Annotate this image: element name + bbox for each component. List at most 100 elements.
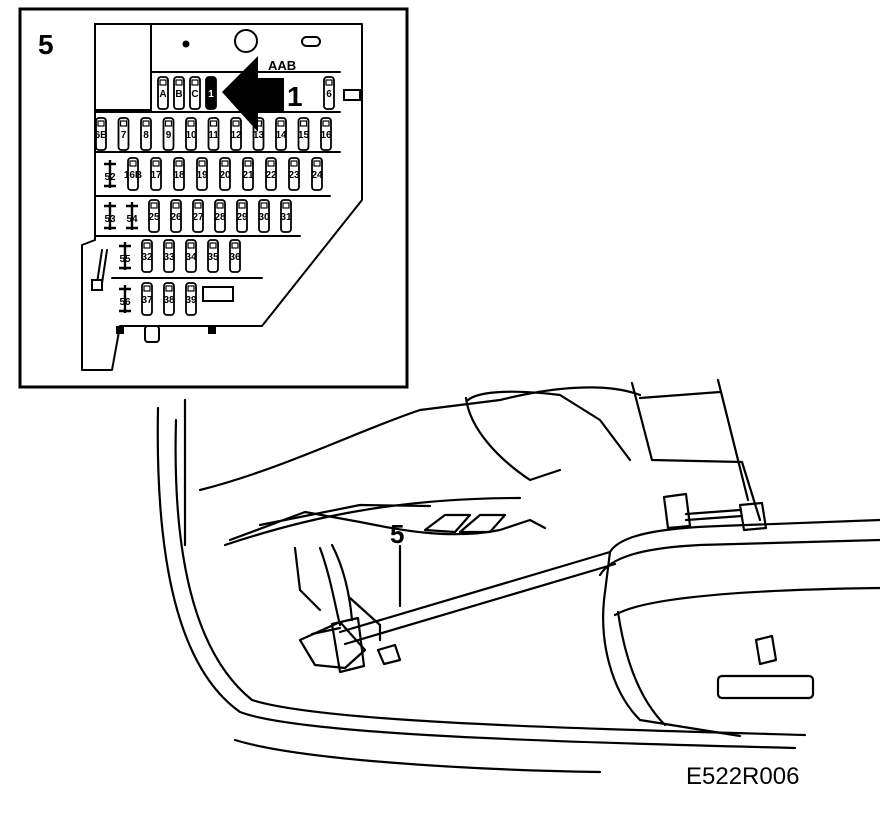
fuse-25 (148, 199, 160, 233)
fuse-label-27: 27 (192, 212, 204, 223)
fuse-label-34: 34 (185, 252, 197, 263)
door-sill (156, 406, 797, 750)
fuse-22 (265, 157, 277, 191)
fuse-23 (288, 157, 300, 191)
fuse-label-7: 7 (121, 130, 127, 141)
fuse-label-17: 17 (150, 170, 162, 181)
fuse-label-16: 16 (320, 130, 332, 141)
fuse-55 (119, 242, 131, 270)
fuse-label-25: 25 (148, 212, 160, 223)
arrow-label: 1 (287, 81, 303, 112)
fuse-label-28: 28 (214, 212, 226, 223)
fuse-label-36: 36 (229, 252, 241, 263)
fuse-21 (242, 157, 254, 191)
fuse-36 (229, 239, 241, 273)
fuse-label-23: 23 (288, 170, 300, 181)
fuse-label-33: 33 (163, 252, 175, 263)
fuse-39 (185, 282, 197, 316)
fuse-56 (119, 285, 131, 313)
fuse-37 (141, 282, 153, 316)
fuse-54 (126, 202, 138, 230)
figure-code: E522R006 (686, 763, 799, 790)
fuse-label-1: 1 (208, 89, 214, 100)
scene-callout-number: 5 (390, 519, 404, 549)
oval-slot (301, 36, 321, 47)
fuse-puller-slot (202, 286, 234, 302)
fuse-18 (173, 157, 185, 191)
fuse-label-A: A (159, 89, 166, 100)
fuse-15 (297, 117, 310, 151)
fuse-28 (214, 199, 226, 233)
bottom-tab (144, 325, 160, 343)
fuse-label-38: 38 (163, 295, 175, 306)
fuse-B (173, 76, 185, 110)
fuse-label-14: 14 (275, 130, 287, 141)
fuse-label-19: 19 (196, 170, 208, 181)
fuse-17 (150, 157, 162, 191)
relay-block (94, 23, 152, 111)
fuse-label-21: 21 (242, 170, 254, 181)
screw-hole (182, 40, 190, 48)
car-seat (608, 518, 880, 554)
fuse-label-55: 55 (119, 254, 131, 265)
fuse-label-20: 20 (219, 170, 231, 181)
fuse-label-37: 37 (141, 295, 153, 306)
fuse-label-52: 52 (104, 172, 116, 183)
fuse-arrow (222, 56, 284, 132)
fuse-1 (205, 76, 217, 110)
fuse-label-35: 35 (207, 252, 219, 263)
fuse-9 (162, 117, 175, 151)
fuse-32 (141, 239, 153, 273)
fuse-label-54: 54 (126, 214, 138, 225)
centre-console (630, 381, 762, 522)
fuse-19 (196, 157, 208, 191)
fuse-label-C: C (191, 89, 198, 100)
fuse-6B (95, 117, 107, 151)
fuse-29 (236, 199, 248, 233)
fuse-label-9: 9 (166, 130, 172, 141)
fuse-16 (320, 117, 332, 151)
fuse-label-53: 53 (104, 214, 116, 225)
mounting-hole (234, 29, 258, 53)
fuse-label-16B: 16B (124, 170, 142, 181)
fuse-16B (127, 157, 139, 191)
fuse-14 (275, 117, 287, 151)
fuse-label-18: 18 (173, 170, 185, 181)
brand-mark: AAB (268, 58, 296, 73)
fuse-31 (280, 199, 292, 233)
fuse-label-29: 29 (236, 212, 248, 223)
fuse-35 (207, 239, 219, 273)
fuse-38 (163, 282, 175, 316)
fuse-A (157, 76, 169, 110)
fuse-30 (258, 199, 270, 233)
car-interior-scene (156, 378, 880, 774)
dashboard-lower (198, 386, 642, 492)
fuse-8 (140, 117, 152, 151)
fuse-label-15: 15 (298, 130, 310, 141)
fuse-7 (117, 117, 130, 151)
fuse-20 (219, 157, 231, 191)
fuse-label-12: 12 (230, 130, 242, 141)
fuse-34 (185, 239, 197, 273)
fuse-label-6: 6 (326, 89, 332, 100)
fuse-label-6B: 6B (95, 130, 108, 141)
fuse-label-32: 32 (141, 252, 153, 263)
fuse-label-22: 22 (265, 170, 277, 181)
fuse-puller-tool (338, 550, 612, 634)
fuse-label-56: 56 (119, 297, 131, 308)
fuse-label-30: 30 (258, 212, 270, 223)
fuse-C (189, 76, 201, 110)
fuse-label-31: 31 (280, 212, 292, 223)
fuse-bodies (95, 76, 335, 316)
fuse-label-B: B (175, 89, 182, 100)
fuse-12 (230, 117, 242, 151)
fuse-label-13: 13 (253, 130, 265, 141)
fuse-label-24: 24 (311, 170, 323, 181)
kick-panel (228, 510, 547, 542)
fuse-6 (323, 76, 335, 110)
side-tab (343, 89, 361, 101)
fuse-10 (185, 117, 197, 151)
